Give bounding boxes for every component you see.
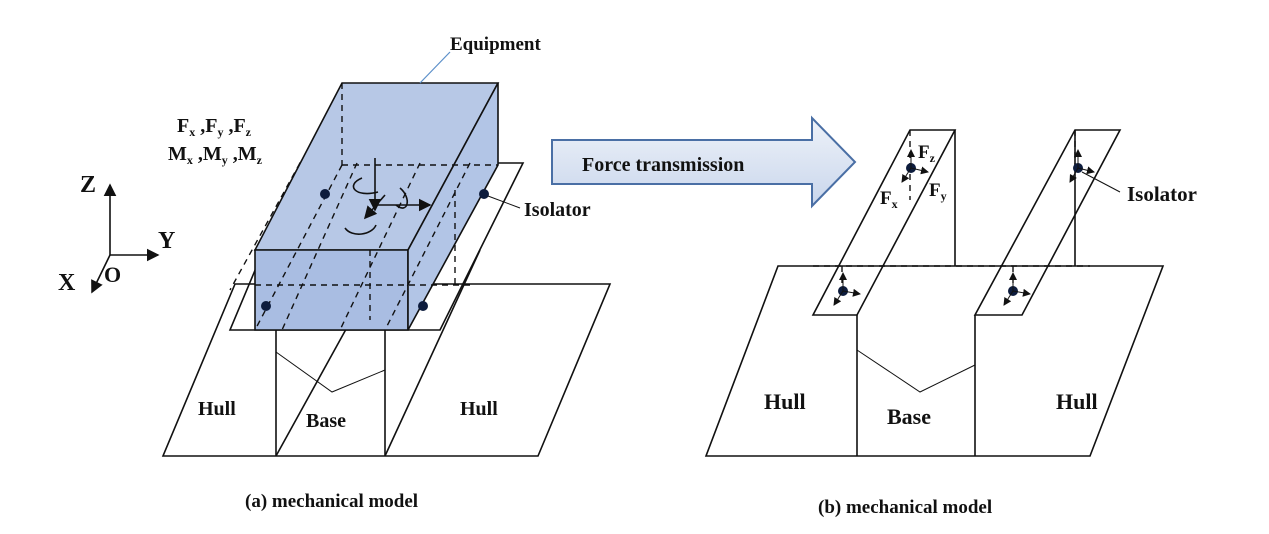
panel-a: Equipment Isolator Fx ,Fy ,Fz Mx ,My ,Mz… — [58, 34, 612, 512]
isolator-node-bottom-left — [833, 272, 861, 306]
axis-x-label: X — [58, 270, 76, 296]
base-label-a: Base — [306, 410, 346, 432]
hull-left-label-b: Hull — [764, 389, 806, 414]
base-v-b — [856, 349, 976, 393]
force-transmission-label: Force transmission — [582, 154, 744, 176]
force-moment-symbol — [344, 158, 432, 235]
hull-left-label-a: Hull — [198, 398, 236, 420]
svg-text:Mx ,My ,Mz: Mx ,My ,Mz — [168, 143, 263, 167]
isolator-label-a: Isolator — [524, 199, 591, 221]
isolator-leader-b — [1081, 171, 1121, 193]
isolator-node — [418, 301, 428, 311]
isolator-node-top-right — [1069, 149, 1095, 183]
hull-plate-b — [704, 265, 1165, 457]
panel-b: Fz Fx Fy Isolator Hull Base Hull (b) mec… — [704, 129, 1197, 518]
caption-b: (b) mechanical model — [818, 497, 992, 518]
isolator-node-bottom-right — [1003, 272, 1031, 306]
isolator-node-top-left — [901, 149, 929, 183]
equipment-label: Equipment — [450, 34, 541, 55]
fy-label: Fy — [929, 180, 947, 203]
caption-a: (a) mechanical model — [245, 491, 418, 512]
axis-origin-label: O — [104, 262, 121, 287]
forces-label: Fx ,Fy ,Fz Mx ,My ,Mz — [168, 115, 263, 167]
equipment-leader-line — [419, 51, 451, 84]
coordinate-axes: Z Y X O — [58, 172, 175, 296]
hull-right-label-b: Hull — [1056, 389, 1098, 414]
isolator-node — [320, 189, 330, 199]
isolator-leader-a — [487, 195, 521, 209]
fx-label: Fx — [880, 188, 898, 211]
axis-y-label: Y — [158, 228, 175, 254]
isolator-label-b: Isolator — [1127, 182, 1197, 206]
isolator-node — [479, 189, 489, 199]
base-label-b: Base — [887, 404, 931, 429]
force-transmission-arrow: Force transmission — [551, 115, 857, 209]
equipment-box — [229, 82, 500, 331]
hull-plate-a — [161, 283, 612, 457]
axis-z-label: Z — [80, 172, 96, 198]
hull-right-label-a: Hull — [460, 398, 498, 420]
left-pillar-b — [811, 129, 957, 456]
fz-label: Fz — [918, 142, 936, 165]
isolator-node — [261, 301, 271, 311]
svg-text:Fx ,Fy ,Fz: Fx ,Fy ,Fz — [177, 115, 252, 139]
right-pillar-b — [973, 129, 1122, 456]
equipment-front-face — [254, 249, 409, 331]
